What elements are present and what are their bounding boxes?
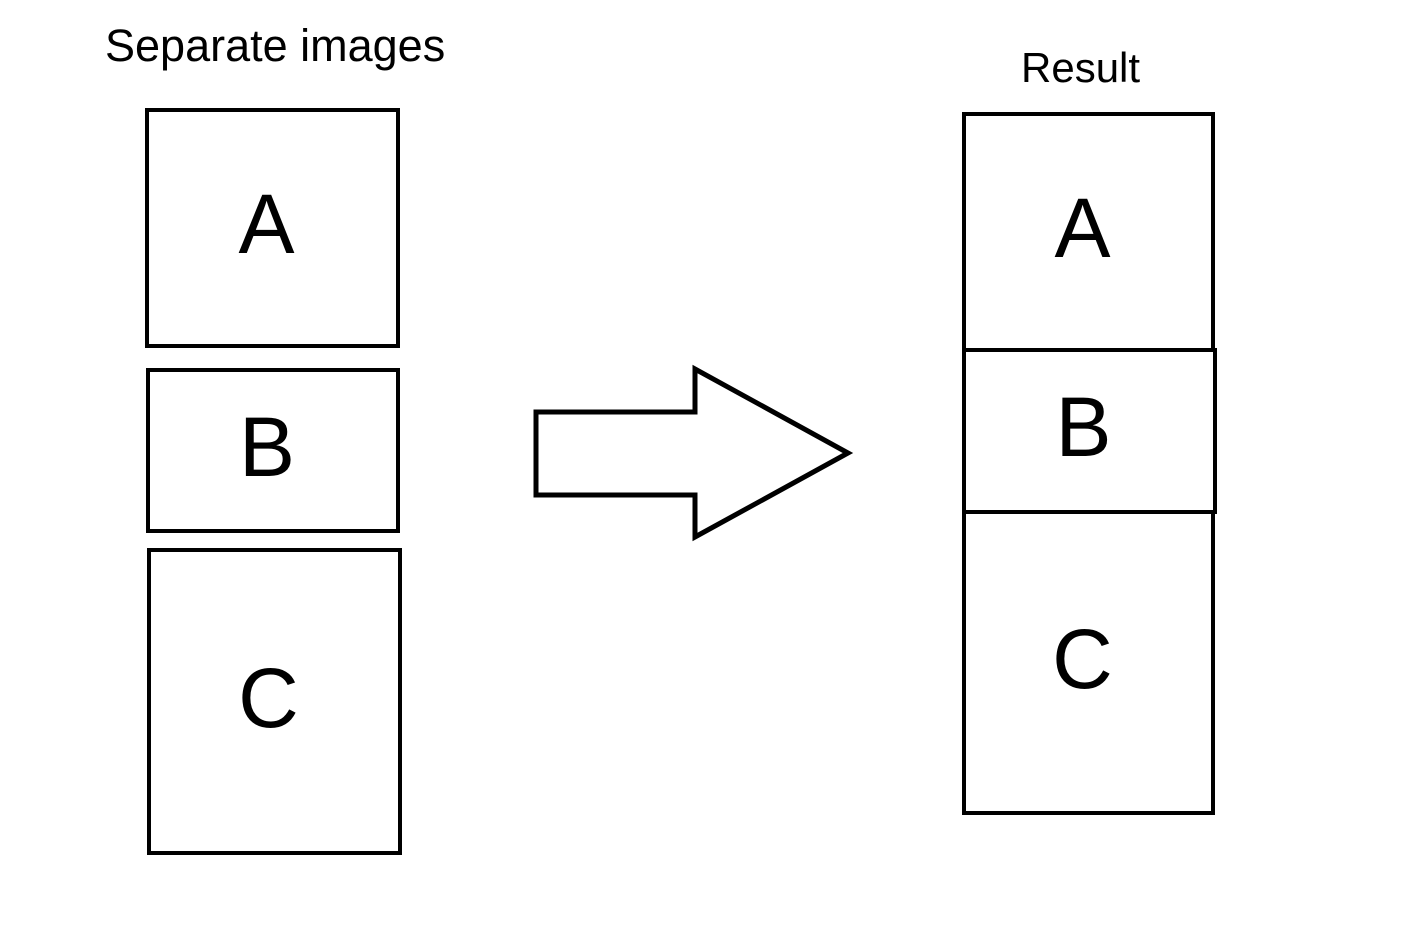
- right-panel-title: Result: [1021, 44, 1141, 91]
- result-box-c-label: C: [1052, 611, 1113, 706]
- left-image-box-b-label: B: [238, 399, 296, 494]
- result-box-b-label: B: [1055, 380, 1112, 474]
- right-arrow-shape: [533, 364, 854, 542]
- left-panel-title: Separate images: [105, 20, 446, 71]
- result-box-c: C: [962, 510, 1215, 815]
- left-image-box-a: A: [145, 108, 400, 348]
- left-image-box-c-label: C: [238, 650, 299, 745]
- result-box-a: A: [962, 112, 1215, 352]
- left-image-box-b: B: [146, 368, 400, 533]
- left-image-box-a-label: A: [238, 177, 295, 271]
- right-arrow-icon: [530, 362, 855, 544]
- result-box-b: B: [962, 348, 1217, 514]
- result-box-a-label: A: [1054, 181, 1111, 275]
- left-image-box-c: C: [147, 548, 402, 855]
